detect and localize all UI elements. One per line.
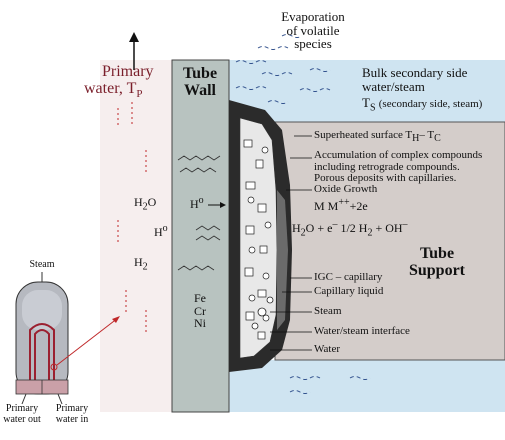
flow-arrow-head bbox=[129, 32, 139, 42]
steam-bubbles bbox=[251, 296, 274, 330]
evaporation-label: Evaporation of volatile species bbox=[281, 9, 345, 52]
steam-label: Steam bbox=[314, 305, 342, 317]
accumulation-label: Accumulation of complex compounds includ… bbox=[314, 149, 483, 185]
tube-support-block bbox=[274, 121, 505, 361]
ts-label: TS (secondary side, steam) bbox=[362, 95, 483, 114]
zoom-arrow bbox=[56, 317, 119, 366]
steam-small-label: Steam bbox=[29, 259, 55, 270]
tube-wall-block bbox=[171, 59, 230, 413]
interface-label: Water/steam interface bbox=[314, 325, 410, 337]
metal-elements-label: Fe Cr Ni bbox=[194, 291, 206, 331]
deposit-particles bbox=[243, 139, 272, 340]
primary-out-label: Primary water out bbox=[3, 403, 41, 425]
leader-lines bbox=[270, 135, 312, 351]
h0-label: Ho bbox=[154, 223, 168, 239]
metal-oxidation-reaction: M M+++2e bbox=[314, 197, 368, 213]
bulk-secondary-label: Bulk secondary side water/steam bbox=[362, 65, 468, 94]
capillary-liquid-label: Capillary liquid bbox=[314, 285, 384, 297]
molecular-chains bbox=[177, 155, 221, 271]
steam-generator-schematic bbox=[15, 272, 69, 405]
secondary-water-bottom bbox=[229, 360, 505, 412]
evaporation-waves bbox=[235, 34, 371, 394]
superheated-label: Superheated surface TH– TC bbox=[314, 129, 441, 145]
tube-wall-label: Tube Wall bbox=[182, 65, 218, 99]
oxide-growth-label: Oxide Growth bbox=[314, 183, 378, 195]
primary-water-band bbox=[100, 60, 172, 412]
primary-water-flow bbox=[117, 102, 147, 332]
igc-capillary-label: IGC – capillary bbox=[314, 271, 383, 283]
h0-wall-label: Ho bbox=[190, 195, 204, 211]
secondary-water-top bbox=[229, 60, 505, 122]
h2o-label: H2O bbox=[134, 195, 157, 213]
tube-support-label: Tube Support bbox=[408, 245, 466, 279]
h2-label: H2 bbox=[134, 255, 148, 273]
primary-in-label: Primary water in bbox=[55, 403, 89, 425]
water-label: Water bbox=[314, 343, 340, 355]
primary-water-label: Primary water, TP bbox=[84, 63, 154, 100]
porous-deposit bbox=[239, 117, 278, 359]
oxide-layer bbox=[277, 190, 288, 330]
water-reduction-reaction: H2O + e– 1/2 H2 + OH– bbox=[292, 219, 408, 239]
